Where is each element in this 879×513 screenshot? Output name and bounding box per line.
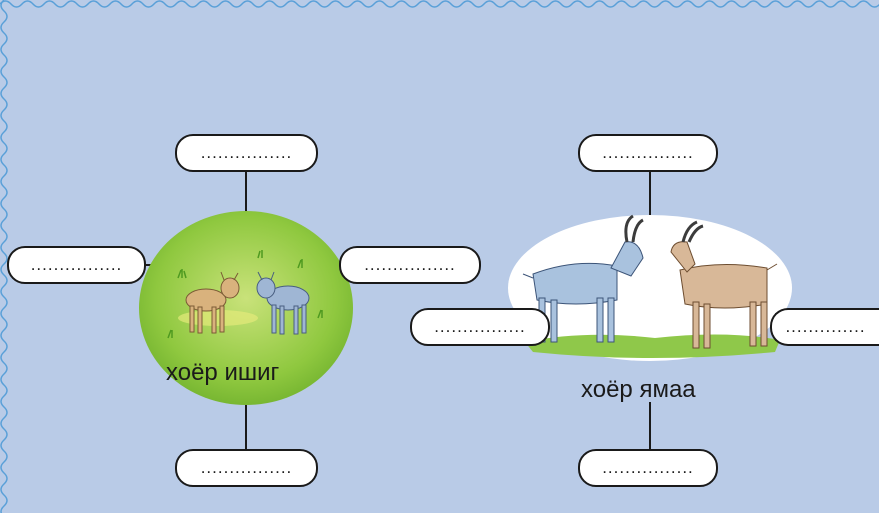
answer-box-bottom[interactable]: ................ xyxy=(175,449,318,487)
two-goats-illustration xyxy=(508,214,792,361)
answer-box-right[interactable]: .............. xyxy=(770,308,879,346)
connector-line xyxy=(245,405,247,450)
two-kids-goat-illustration xyxy=(139,211,353,405)
answer-box-top[interactable]: ................ xyxy=(175,134,318,172)
connector-line xyxy=(649,172,651,217)
answer-box-bottom[interactable]: ................ xyxy=(578,449,718,487)
answer-box-left[interactable]: ................ xyxy=(7,246,146,284)
right-caption: хоёр ямаа xyxy=(581,376,696,403)
answer-box-right[interactable]: ................ xyxy=(339,246,481,284)
connector-line xyxy=(245,172,247,222)
connector-line xyxy=(649,402,651,450)
left-caption: хоёр ишиг xyxy=(166,359,280,386)
answer-box-top[interactable]: ................ xyxy=(578,134,718,172)
answer-box-left[interactable]: ................ xyxy=(410,308,550,346)
